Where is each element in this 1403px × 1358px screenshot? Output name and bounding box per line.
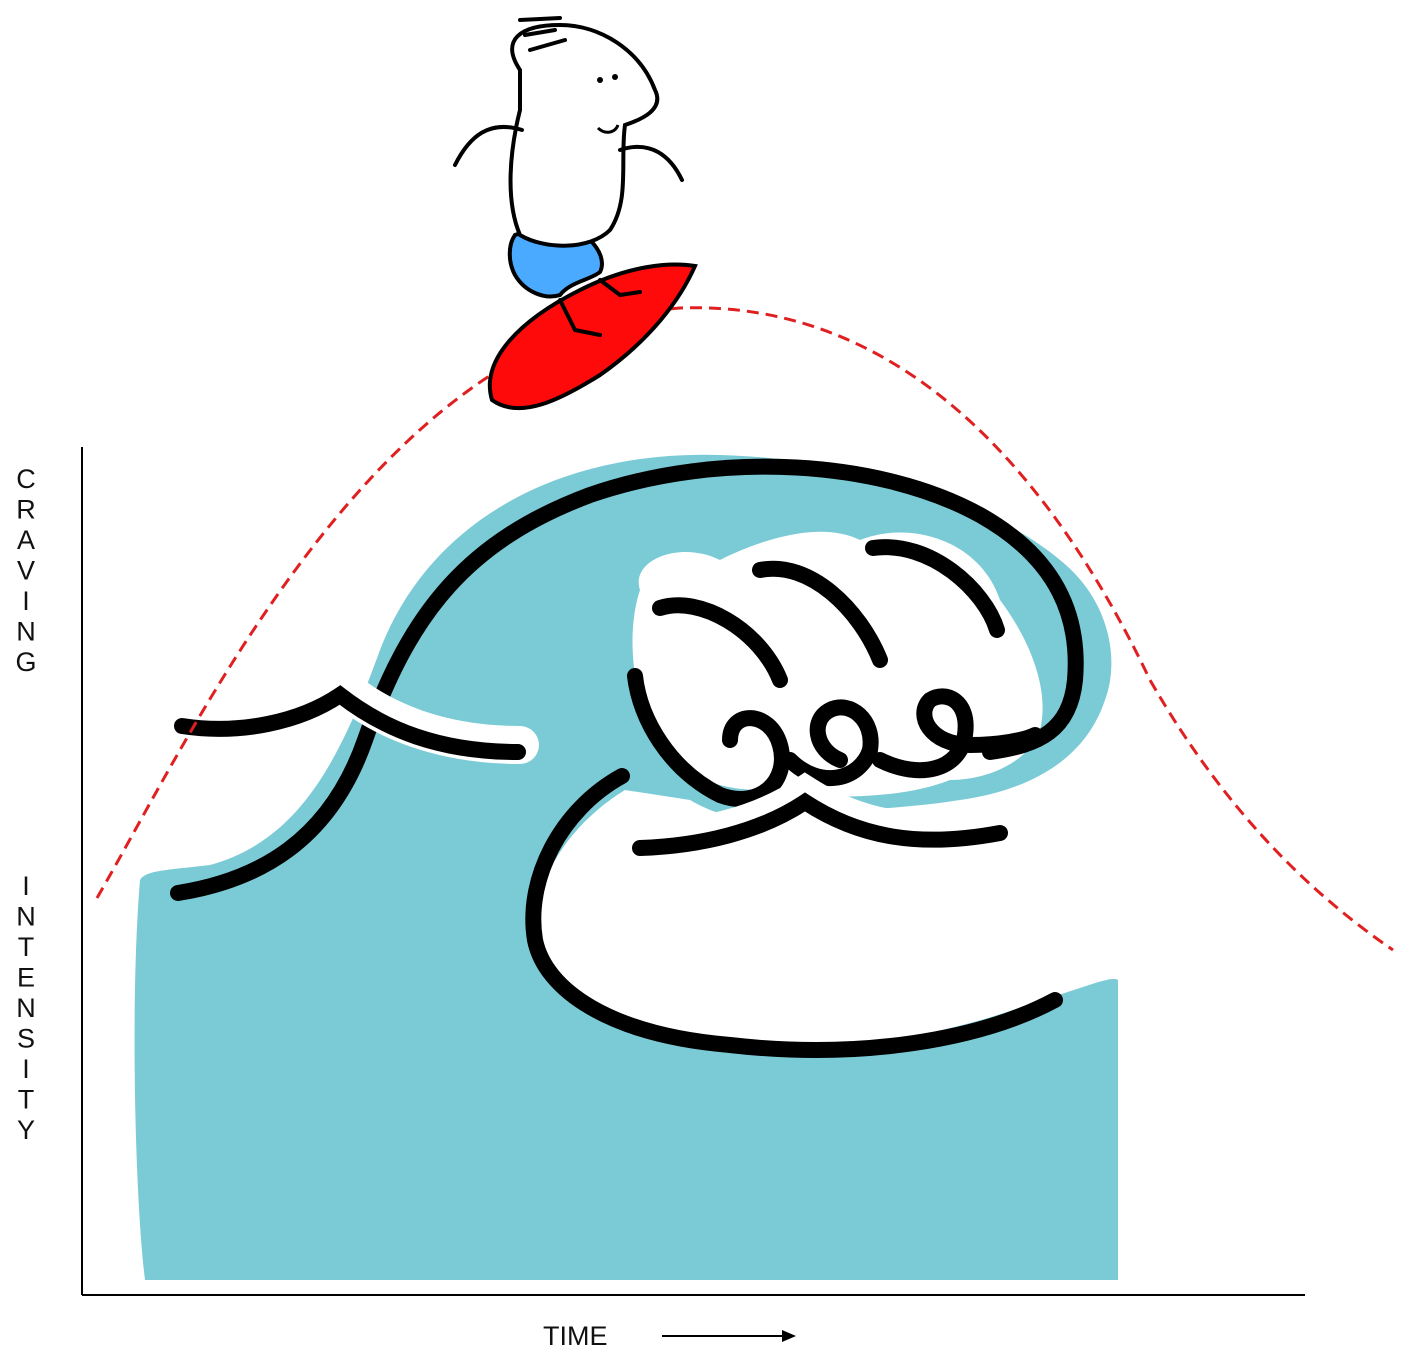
surfer-illustration	[455, 18, 695, 408]
arrow-right-icon	[662, 1330, 796, 1342]
x-axis-label: TIME	[543, 1321, 608, 1351]
surfer-eye	[597, 77, 603, 83]
wave-illustration	[135, 455, 1118, 1280]
surfer-body	[511, 25, 658, 246]
surfboard	[490, 265, 695, 409]
surfer-eye	[612, 74, 618, 80]
